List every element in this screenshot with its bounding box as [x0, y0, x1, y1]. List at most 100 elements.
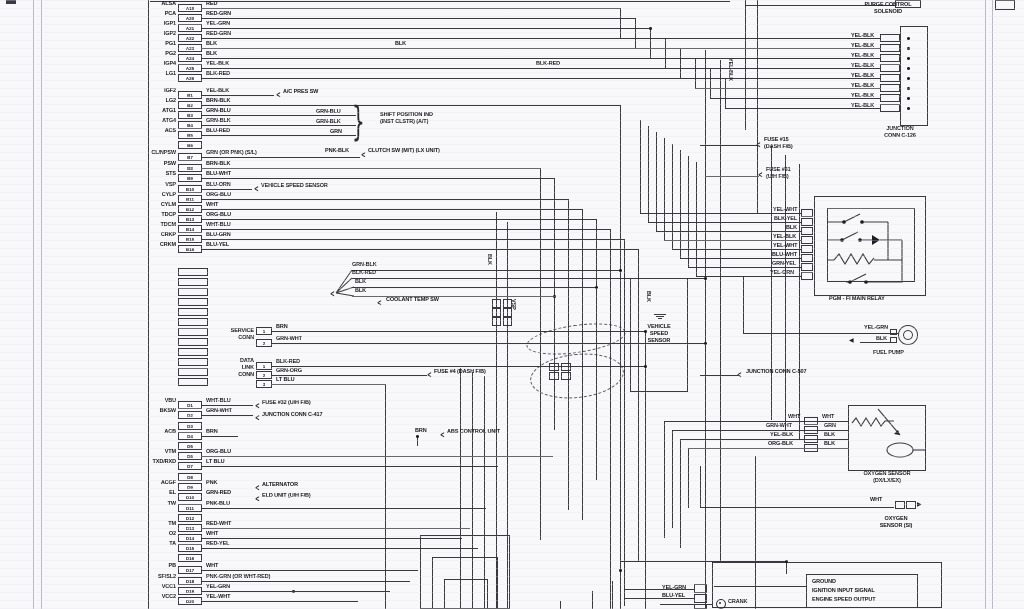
ecu-pin-label: ACS [164, 128, 176, 134]
wire-color-label: WHT-BLU [206, 398, 231, 404]
relay-conn-cell [801, 218, 813, 226]
wire-segment [202, 68, 710, 69]
ecu-pin-number: A22 [178, 34, 202, 42]
diagram-text-label: YEL-GRN [662, 585, 687, 591]
wire-segment [650, 58, 880, 59]
crank-symbol-dot [719, 602, 721, 604]
wire-segment [202, 466, 498, 467]
ecu-spacer-box [178, 378, 208, 386]
wire-segment [680, 258, 801, 259]
wire-segment [664, 240, 801, 241]
harness-arrow: < [377, 297, 382, 308]
ecu-pin-number: B15 [178, 235, 202, 243]
wire-segment [680, 439, 848, 440]
data-link-conn-pin: 3 [256, 380, 272, 388]
relay-conn-cell [801, 263, 813, 271]
wire-segment [664, 421, 665, 538]
ecu-pin-label: O2 [168, 531, 176, 537]
diagram-text-label: FUSE #4 (DASH F/B) [434, 369, 486, 375]
wire-segment [202, 157, 360, 158]
wire-segment [672, 249, 801, 250]
wire-segment [202, 95, 274, 96]
ecu-pin-number: D19 [178, 587, 202, 595]
diagram-text-label: ALTERNATOR [262, 482, 298, 488]
wire-segment [202, 105, 620, 106]
ecu-pin-number: D18 [178, 577, 202, 585]
wire-segment [656, 132, 657, 231]
junction-dot [907, 107, 910, 110]
wire-segment [612, 581, 613, 609]
ecu-pin-number: D3 [178, 422, 202, 430]
ecu-pin-number: B10 [178, 185, 202, 193]
wire-segment [755, 456, 756, 609]
wire-color-label: BRN-BLK [206, 161, 231, 167]
crank-symbol [716, 599, 726, 609]
wire-segment [272, 343, 705, 344]
ecu-pin-number: B8 [178, 164, 202, 172]
ground-symbol [654, 314, 666, 320]
data-link-conn-pin: 1 [256, 362, 272, 370]
wire-segment [202, 249, 638, 250]
diagram-text-label: GRN-WHT [766, 423, 792, 429]
wire-segment [860, 342, 896, 343]
data-link-conn-pin: 2 [256, 371, 272, 379]
service-conn-pin: 1 [256, 327, 272, 335]
diagram-text-label: BLK [355, 288, 367, 294]
wire-segment [554, 178, 555, 430]
ecu-pin-number: B5 [178, 131, 202, 139]
component-box [900, 26, 928, 126]
oxygen-sensor-internals [851, 408, 925, 458]
relay-conn-cell [801, 272, 813, 280]
wire-segment [710, 68, 711, 98]
wire-color-label: YEL-BLK [206, 61, 230, 67]
wire-color-label: BLU-GRN [206, 232, 231, 238]
right-binding-strip [1015, 0, 1024, 609]
ecu-pin-label: CRKP [160, 232, 176, 238]
junction-dot [907, 97, 910, 100]
wire-segment [743, 333, 899, 334]
ecu-pin-number: D4 [178, 432, 202, 440]
diagram-text-label: YEL-BLK [727, 58, 733, 82]
diagram-text-label: JUNCTION CONN C-507 [746, 369, 807, 375]
wire-segment [745, 0, 746, 130]
ecu-pin-label: TA [169, 541, 176, 547]
diagram-text-label: BLK-RED [536, 61, 561, 67]
ecu-pin-number: D15 [178, 544, 202, 552]
diagram-text-label: BRN [415, 428, 427, 434]
harness-arrow: < [254, 183, 259, 194]
wire-segment [620, 561, 621, 609]
highlight-ellipse [527, 349, 627, 403]
ecu-pin-label: TW [167, 501, 176, 507]
junction-dot [907, 47, 910, 50]
ecu-pin-label: VCC1 [161, 584, 176, 590]
ecu-pin-label: TDCM [160, 222, 177, 228]
diagram-text-label: OXYGEN SENSOR (DX/LX/EX) [863, 471, 911, 484]
diagram-text-label: FUSE #15 (DASH F/B) [764, 137, 793, 150]
wire-segment [484, 376, 485, 609]
wire-segment [202, 18, 635, 19]
diagram-text-label: OXYGEN SENSOR (SI) [879, 516, 913, 529]
wire-segment [620, 38, 880, 39]
page-margin-line [985, 0, 986, 609]
ecu-pin-label: VSP [165, 182, 176, 188]
wire-segment [640, 120, 641, 213]
diagram-text-label: WHT [822, 414, 835, 420]
wire-segment [202, 548, 478, 549]
coolant-fan-wires [335, 269, 355, 297]
ecu-pin-number: D9 [178, 483, 202, 491]
wire-segment [202, 209, 582, 210]
ecu-pin-label: VCC2 [161, 594, 176, 600]
diagram-text-label: BLK [876, 336, 888, 342]
diagram-text-label: YEL-GRN [864, 325, 889, 331]
ecu-pin-label: LG1 [165, 71, 177, 77]
component-box [995, 0, 1015, 10]
scan-corner-mark [6, 0, 16, 4]
ecu-pin-label: IGP1 [163, 21, 176, 27]
wire-segment [272, 366, 645, 367]
ecu-pin-number: D8 [178, 473, 202, 481]
wire-segment [385, 384, 386, 609]
component-box [890, 329, 897, 335]
oxygen-conn-cell [804, 444, 818, 452]
diagram-text-label: GRN [330, 129, 342, 135]
